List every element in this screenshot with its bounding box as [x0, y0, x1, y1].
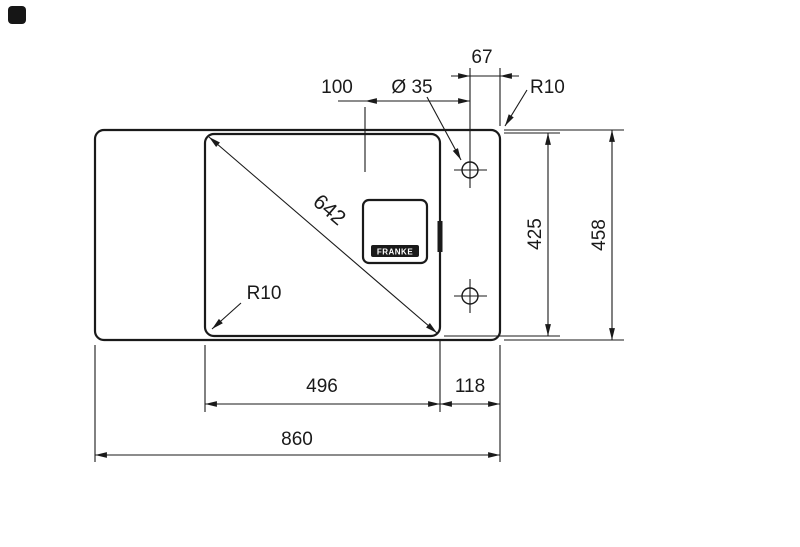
page-corner-mark	[8, 6, 26, 24]
tap-hole-top	[454, 68, 487, 188]
tap-hole-bottom	[454, 279, 487, 313]
radius-callout-bowl: R10	[211, 283, 282, 330]
dim-118: 118	[440, 345, 501, 412]
dim-diagonal-642: 642	[208, 136, 438, 334]
hole-diameter-callout: Ø 35	[391, 77, 462, 161]
hole-diameter-label: Ø 35	[391, 77, 432, 98]
overflow-mark	[437, 221, 443, 252]
dim-100-label: 100	[321, 77, 353, 98]
dim-458-label: 458	[589, 219, 610, 251]
dim-67: 67	[451, 47, 519, 126]
hole-diameter-leader	[426, 96, 462, 161]
dim-425-label: 425	[525, 218, 546, 250]
dim-425: 425	[444, 132, 560, 337]
radius-bowl-label: R10	[247, 283, 282, 304]
dim-100: 100	[321, 77, 470, 172]
logo-text: FRANKE	[377, 248, 413, 257]
sink-outer-rect	[93, 128, 502, 342]
tap-hole-top-circle	[461, 161, 479, 179]
dim-496: 496	[204, 340, 441, 412]
radius-top-right-label: R10	[530, 77, 565, 98]
dim-860-label: 860	[281, 429, 313, 450]
dim-67-label: 67	[471, 47, 492, 68]
dim-860: 860	[94, 345, 501, 462]
dim-496-label: 496	[306, 376, 338, 397]
tap-hole-bottom-circle	[461, 287, 479, 305]
dim-458: 458	[504, 129, 624, 341]
dim-diagonal-label: 642	[308, 190, 350, 230]
dim-diagonal-line	[208, 136, 438, 334]
radius-bowl-leader	[211, 302, 242, 330]
radius-top-right-leader	[504, 89, 528, 127]
sink-outline: FRANKE	[93, 128, 502, 342]
dim-118-label: 118	[455, 376, 485, 397]
radius-callout-top-right: R10	[504, 77, 565, 127]
